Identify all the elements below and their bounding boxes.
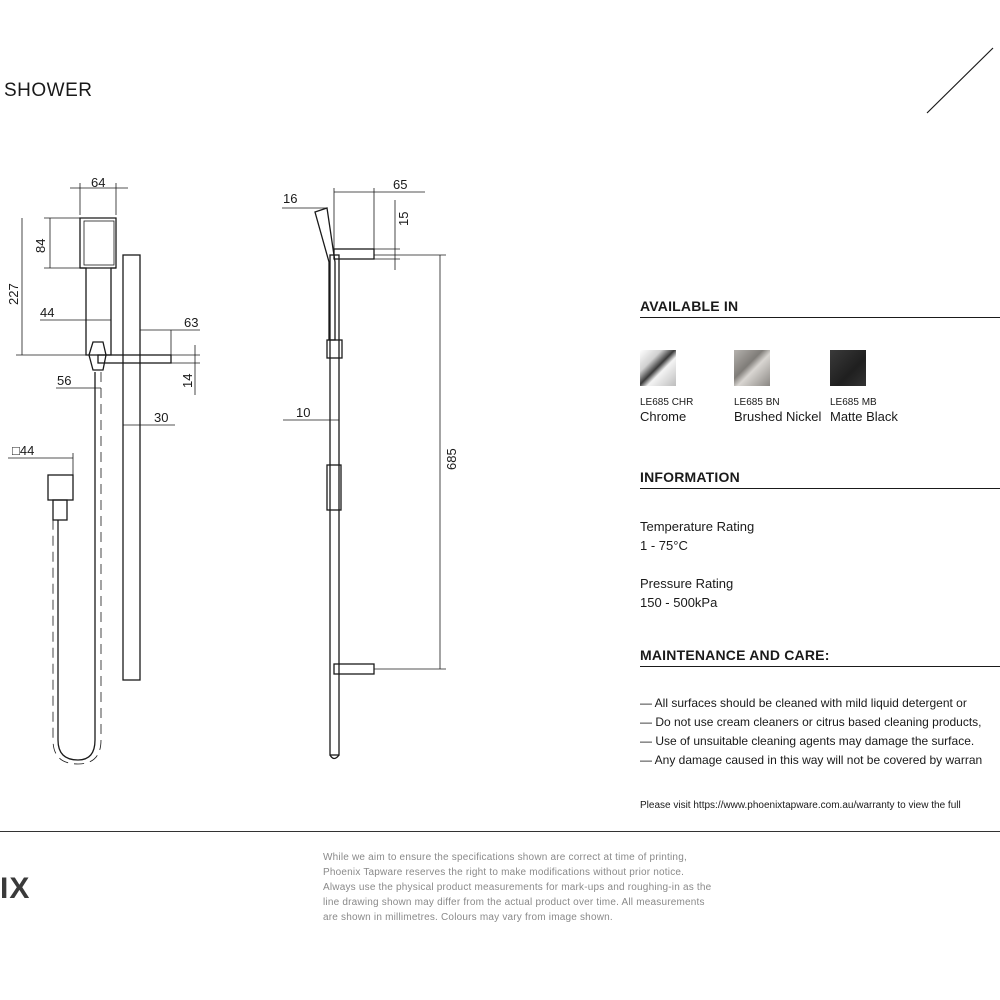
- pressure-label: Pressure Rating: [640, 576, 734, 591]
- dim-65: 65: [393, 177, 407, 192]
- dim-84: 84: [33, 239, 48, 253]
- dim-685: 685: [444, 448, 459, 470]
- maintenance-item: — Any damage caused in this way will not…: [640, 753, 983, 767]
- dim-44: 44: [40, 305, 54, 320]
- finish-name-matte-black: Matte Black: [830, 409, 898, 424]
- decorative-diagonal: [926, 47, 994, 114]
- side-handset: [314, 207, 336, 341]
- footer-divider: [0, 831, 1000, 832]
- maintenance-divider: [640, 666, 1000, 667]
- maintenance-item: — Do not use cream cleaners or citrus ba…: [640, 715, 982, 729]
- information-divider: [640, 488, 1000, 489]
- maintenance-heading: MAINTENANCE AND CARE:: [640, 647, 830, 663]
- dim-227: 227: [6, 283, 21, 305]
- side-slider: [326, 464, 342, 511]
- warranty-visit-text: Please visit https://www.phoenixtapware.…: [640, 800, 961, 811]
- dim-56: 56: [57, 373, 71, 388]
- technical-drawing: 64 84 227 44 63 14 56 30 □44 16 65 15 10…: [6, 175, 459, 765]
- front-handset: [79, 217, 117, 356]
- dim-16: 16: [283, 191, 297, 206]
- chrome-swatch: [640, 350, 676, 386]
- disclaimer-line: Always use the physical product measurem…: [323, 882, 712, 893]
- finish-code-chrome: LE685 CHR: [640, 397, 694, 408]
- finish-code-matte-black: LE685 MB: [830, 397, 877, 408]
- side-top-bracket: [333, 248, 375, 260]
- front-wall-outlet: [47, 474, 74, 501]
- side-bottom-bracket: [333, 663, 375, 675]
- disclaimer-line: are shown in millimetres. Colours may va…: [323, 912, 613, 923]
- dim-64: 64: [91, 175, 105, 190]
- front-rail: [122, 254, 141, 681]
- maintenance-item: — All surfaces should be cleaned with mi…: [640, 696, 967, 710]
- dim-10: 10: [296, 405, 310, 420]
- finish-name-brushed-nickel: Brushed Nickel: [734, 409, 822, 424]
- brushed-nickel-swatch: [734, 350, 770, 386]
- pressure-value: 150 - 500kPa: [640, 595, 718, 610]
- dim-30: 30: [154, 410, 168, 425]
- temperature-label: Temperature Rating: [640, 519, 755, 534]
- finish-name-chrome: Chrome: [640, 409, 687, 424]
- disclaimer-line: Phoenix Tapware reserves the right to ma…: [323, 867, 685, 878]
- available-heading: AVAILABLE IN: [640, 298, 739, 314]
- brand-logo: IX: [0, 872, 31, 905]
- finish-code-brushed-nickel: LE685 BN: [734, 397, 780, 408]
- disclaimer-line: While we aim to ensure the specification…: [323, 852, 687, 863]
- information-heading: INFORMATION: [640, 469, 740, 485]
- dim-15: 15: [396, 212, 411, 226]
- product-title: SHOWER: [4, 80, 93, 101]
- dim-sq44: □44: [12, 443, 34, 458]
- available-divider: [640, 317, 1000, 318]
- front-bracket: [97, 354, 172, 364]
- temperature-value: 1 - 75°C: [640, 538, 688, 553]
- disclaimer-line: line drawing shown may differ from the a…: [323, 897, 705, 908]
- dim-14: 14: [180, 374, 195, 388]
- maintenance-item: — Use of unsuitable cleaning agents may …: [640, 734, 975, 748]
- matte-black-swatch: [830, 350, 866, 386]
- front-hose: [57, 372, 96, 761]
- dim-63: 63: [184, 315, 198, 330]
